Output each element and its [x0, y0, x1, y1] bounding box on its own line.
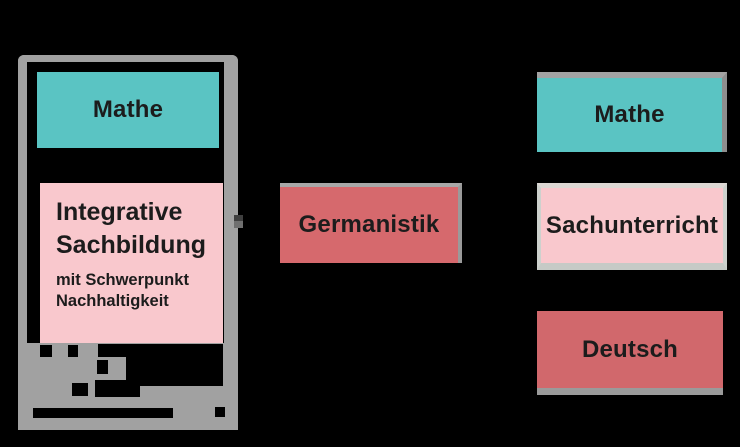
- phone-subject-mathe-box: Mathe: [37, 72, 219, 148]
- right-subject-sachunterricht-box: Sachunterricht: [537, 183, 727, 270]
- pixelated-block: [95, 380, 140, 397]
- phone-side-button-lower: [234, 221, 243, 228]
- phone-side-button: [234, 215, 243, 221]
- pixelated-footer: [18, 343, 238, 430]
- right-subject-mathe-box: Mathe: [537, 72, 727, 152]
- germanistik-label: Germanistik: [298, 211, 440, 238]
- pixelated-block: [40, 345, 52, 357]
- phone-subject-mathe-label: Mathe: [92, 96, 164, 123]
- pixelated-block: [68, 345, 78, 357]
- pixelated-block: [72, 383, 88, 396]
- right-subject-deutsch-label: Deutsch: [581, 335, 679, 363]
- right-subject-sachunterricht-label: Sachunterricht: [545, 211, 719, 239]
- phone-subject-main-box: Integrative Sachbildung mit Schwerpunkt …: [40, 183, 223, 343]
- right-subject-deutsch-box: Deutsch: [537, 311, 723, 395]
- pixelated-block: [33, 408, 173, 418]
- pixelated-block: [126, 344, 223, 386]
- phone-frame: [18, 55, 238, 430]
- pixelated-block: [97, 360, 108, 374]
- phone-subject-main-title: Integrative Sachbildung: [56, 198, 206, 259]
- germanistik-box: Germanistik: [280, 183, 462, 263]
- right-subject-mathe-label: Mathe: [594, 101, 665, 128]
- phone-subject-main-subtitle: mit Schwerpunkt Nachhaltigkeit: [56, 271, 189, 310]
- pixelated-block: [215, 407, 225, 417]
- pixelated-block: [98, 344, 126, 357]
